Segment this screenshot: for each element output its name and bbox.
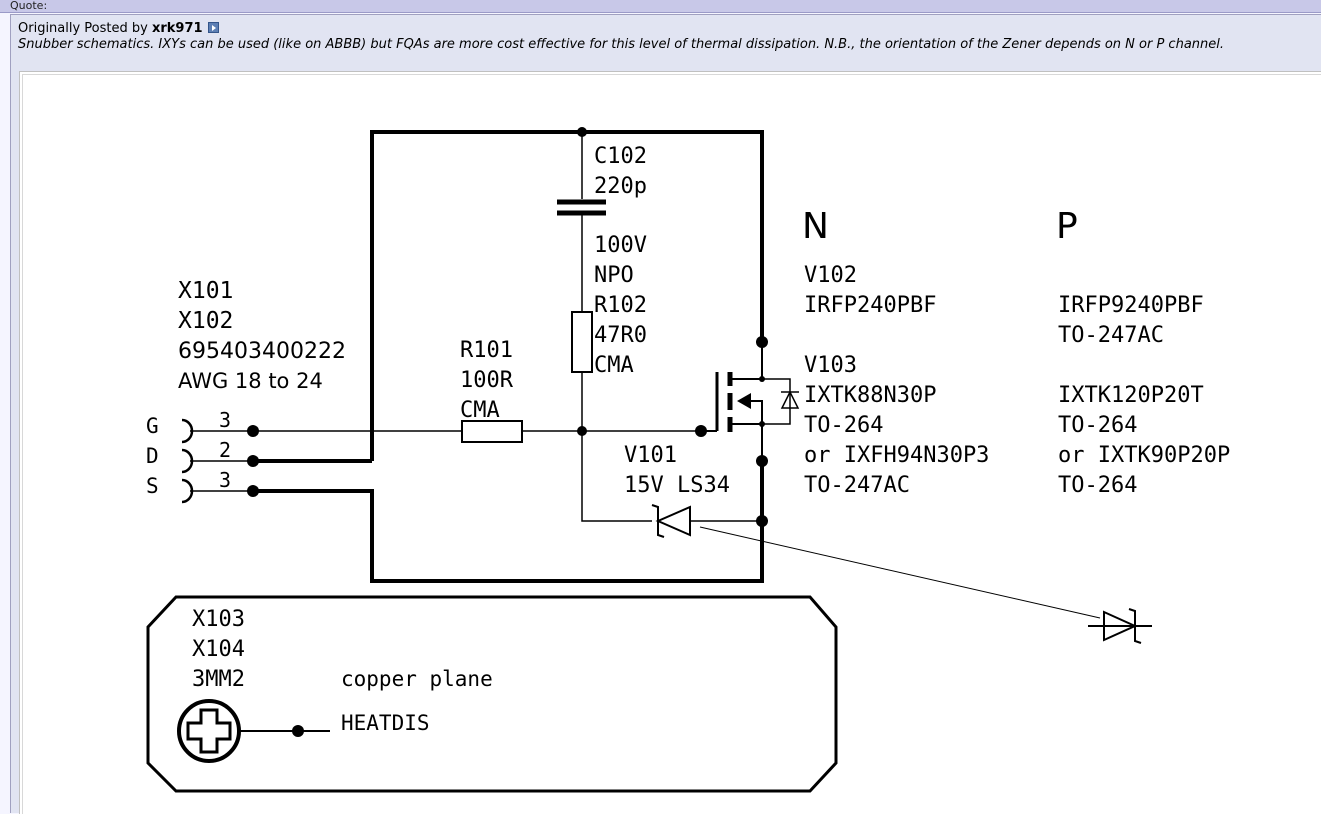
quote-header-bar: Quote: <box>0 0 1321 13</box>
connector-part: 695403400222 <box>178 339 346 364</box>
zener-v101-icon <box>651 504 691 538</box>
v101-value: 15V LS34 <box>624 473 730 498</box>
heatsink-plane: copper plane <box>341 667 493 691</box>
heatsink-frame <box>146 595 838 793</box>
r102-value: 47R0 <box>594 323 647 348</box>
n-v102-ref: V102 <box>804 263 857 288</box>
r101-type: CMA <box>460 398 500 423</box>
c102-value: 220p <box>594 174 647 199</box>
p-v102-part: IRFP9240PBF <box>1058 293 1204 318</box>
pin-d-label: D <box>146 444 159 468</box>
posted-by-prefix: Originally Posted by <box>18 21 148 36</box>
view-post-icon[interactable] <box>207 22 219 33</box>
schematic-image <box>19 71 1321 814</box>
p-v103-part: IXTK120P20T <box>1058 383 1204 408</box>
p-v103-alt: or IXTK90P20P <box>1058 443 1230 468</box>
post-author[interactable]: xrk971 <box>151 21 203 36</box>
n-v103-ref: V103 <box>804 353 857 378</box>
resistor-r101-symbol <box>461 420 523 443</box>
p-channel-heading: P <box>1056 206 1078 247</box>
pin-g-number: 3 <box>219 408 231 432</box>
heatsink-ref-2: X104 <box>192 637 245 662</box>
r101-value: 100R <box>460 368 514 393</box>
n-v103-alt-pkg: TO-247AC <box>804 473 910 498</box>
r101-ref: R101 <box>460 338 513 363</box>
n-v103-pkg: TO-264 <box>804 413 883 438</box>
c102-rating: 100V <box>594 233 647 258</box>
n-v103-part: IXTK88N30P <box>804 383 936 408</box>
quote-label: Quote: <box>10 0 48 12</box>
pin-g-label: G <box>146 414 159 438</box>
c102-dielectric: NPO <box>594 263 634 288</box>
p-v102-pkg: TO-247AC <box>1058 323 1164 348</box>
junction-dots <box>247 127 768 737</box>
connector-ref-1: X101 <box>178 278 233 304</box>
posted-by-line: Originally Posted by xrk971 <box>18 21 219 36</box>
n-v102-part: IRFP240PBF <box>804 293 936 318</box>
screw-icon <box>177 699 241 763</box>
n-v103-alt: or IXFH94N30P3 <box>804 443 989 468</box>
n-channel-heading: N <box>802 206 829 247</box>
capacitor-c102-symbol <box>557 199 606 216</box>
pin-d-number: 2 <box>219 438 231 462</box>
image-frame-border <box>22 74 1321 814</box>
p-v103-alt-pkg: TO-264 <box>1058 473 1137 498</box>
body-diode-icon <box>780 390 800 409</box>
pin-s-label: S <box>146 474 159 498</box>
resistor-r102-symbol <box>571 311 593 373</box>
heatsink-size: 3MM2 <box>192 667 245 692</box>
wires <box>190 130 1101 732</box>
mosfet-arrow-icon <box>737 393 751 409</box>
quote-message: Snubber schematics. IXYs can be used (li… <box>18 37 1225 52</box>
connector-ref-2: X102 <box>178 308 233 334</box>
r102-ref: R102 <box>594 293 647 318</box>
p-v103-pkg: TO-264 <box>1058 413 1137 438</box>
zener-alt-icon <box>1088 608 1152 644</box>
connector-wire: AWG 18 to 24 <box>178 369 323 393</box>
heatsink-ref-1: X103 <box>192 607 245 632</box>
pin-s-number: 3 <box>219 468 231 492</box>
v101-ref: V101 <box>624 443 677 468</box>
connector-pins-icon <box>181 418 194 504</box>
r102-type: CMA <box>594 353 634 378</box>
c102-ref: C102 <box>594 144 647 169</box>
quote-box: Originally Posted by xrk971 Snubber sche… <box>10 14 1321 814</box>
heatsink-net: HEATDIS <box>341 711 430 735</box>
